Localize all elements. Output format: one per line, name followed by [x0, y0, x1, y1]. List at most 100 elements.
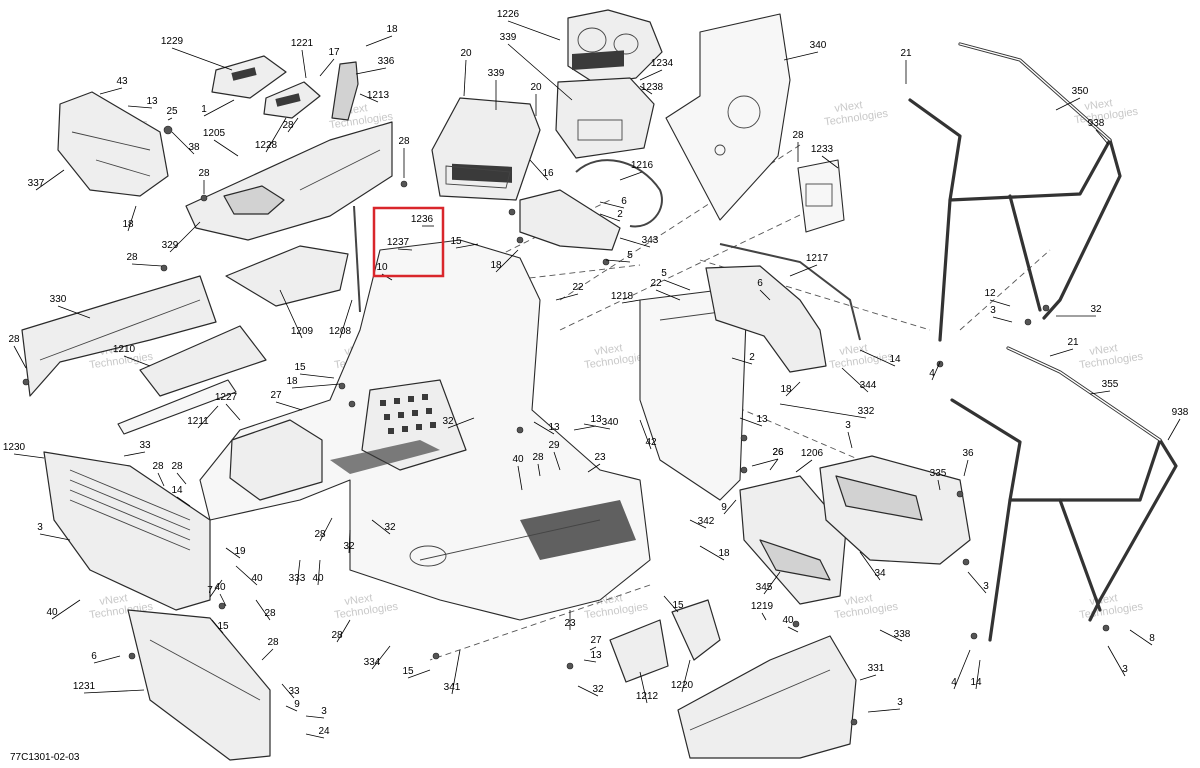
fastener	[970, 632, 978, 640]
callout-28: 28	[8, 334, 20, 345]
rops-frame-350	[908, 42, 1122, 342]
callout-333: 333	[289, 573, 306, 584]
callout-331: 331	[868, 663, 885, 674]
leader-line	[451, 649, 461, 695]
callout-1227: 1227	[215, 392, 238, 403]
leader-line	[1049, 348, 1074, 357]
callout-28: 28	[331, 630, 343, 641]
callout-1220: 1220	[671, 680, 694, 691]
fastener	[160, 264, 168, 272]
leader-line	[533, 421, 555, 435]
callout-1: 1	[201, 104, 207, 115]
callout-345: 345	[756, 582, 773, 593]
callout-1238: 1238	[641, 82, 664, 93]
callout-14: 14	[889, 354, 901, 365]
leader-line	[639, 419, 652, 450]
fastener	[163, 125, 173, 135]
center-console-339-upper	[555, 50, 655, 159]
callout-18: 18	[780, 384, 792, 395]
duct-335	[819, 455, 971, 565]
leader-line	[761, 612, 767, 621]
leader-line	[171, 131, 195, 155]
leader-line	[213, 139, 239, 157]
leader-line	[339, 299, 353, 339]
leader-line	[39, 533, 71, 541]
callout-36: 36	[962, 448, 974, 459]
leader-line	[529, 159, 549, 181]
callout-14: 14	[171, 485, 183, 496]
callout-338: 338	[894, 629, 911, 640]
leader-line	[867, 708, 901, 713]
callout-28: 28	[152, 461, 164, 472]
callout-336: 336	[378, 56, 395, 67]
strip-1211	[117, 379, 237, 435]
leader-line	[739, 417, 763, 427]
callout-27: 27	[270, 390, 282, 401]
fastener	[22, 378, 30, 386]
callout-18: 18	[122, 219, 134, 230]
front-grille-1230	[43, 451, 211, 611]
leader-line	[299, 373, 335, 379]
callout-1233: 1233	[811, 144, 834, 155]
leader-line	[1129, 629, 1153, 646]
leader-line	[447, 417, 475, 429]
callout-33: 33	[288, 686, 300, 697]
leader-line	[211, 619, 224, 634]
callout-27: 27	[590, 635, 602, 646]
leader-line	[989, 299, 1011, 307]
fastener	[508, 208, 516, 216]
bracket-343	[519, 189, 621, 251]
leader-line	[127, 105, 153, 109]
callout-1236: 1236	[411, 214, 434, 225]
callout-6: 6	[91, 651, 97, 662]
callout-3: 3	[845, 420, 851, 431]
callout-13: 13	[590, 414, 602, 425]
fasteners	[22, 125, 1110, 726]
gauge-housing-1226	[567, 9, 663, 85]
callout-18: 18	[718, 548, 730, 559]
callout-15: 15	[294, 362, 306, 373]
callout-13: 13	[756, 414, 768, 425]
callout-4: 4	[951, 677, 957, 688]
leader-line	[371, 519, 391, 535]
drawing-code: 77C1301-02-03	[10, 752, 80, 763]
callout-1218: 1218	[611, 291, 634, 302]
callout-15: 15	[450, 236, 462, 247]
fastener	[1042, 304, 1050, 312]
callout-13: 13	[548, 422, 560, 433]
callout-34: 34	[874, 568, 886, 579]
callout-32: 32	[1090, 304, 1102, 315]
fastener	[566, 662, 574, 670]
callout-344: 344	[860, 380, 877, 391]
fastener	[400, 180, 408, 188]
rops-frame-355	[950, 346, 1178, 642]
callout-7: 7	[207, 585, 213, 596]
leader-lines	[13, 20, 1181, 739]
leader-line	[209, 579, 223, 598]
leader-line	[291, 383, 341, 389]
leader-line	[821, 155, 839, 169]
callout-20: 20	[460, 48, 472, 59]
pad-1227	[229, 419, 323, 501]
callout-8: 8	[1149, 633, 1155, 644]
callout-12: 12	[984, 288, 996, 299]
callout-32: 32	[592, 684, 604, 695]
leader-line	[287, 117, 299, 133]
leader-line	[859, 551, 881, 581]
rocker-1210	[139, 325, 267, 397]
leader-line	[235, 565, 258, 586]
alignment-lines	[429, 144, 1051, 661]
leader-line	[859, 349, 896, 367]
callout-15: 15	[402, 666, 414, 677]
callout-38: 38	[188, 142, 200, 153]
svg-text:vNext: vNext	[99, 592, 129, 608]
callout-15: 15	[672, 600, 684, 611]
leader-line	[785, 381, 801, 397]
leader-line	[975, 659, 981, 690]
callout-28: 28	[171, 461, 183, 472]
highlight-box	[372, 206, 445, 278]
